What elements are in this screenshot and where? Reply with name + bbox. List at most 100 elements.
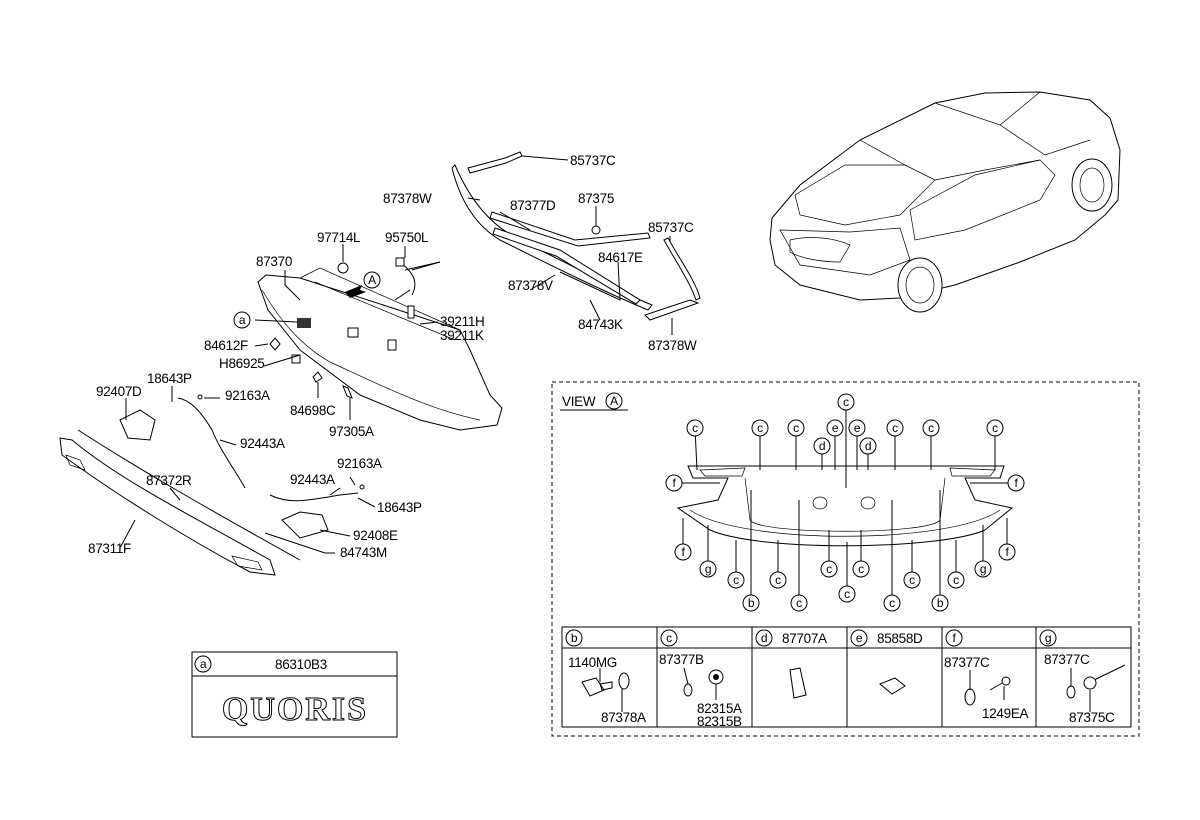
view-a-title-ref: A — [610, 394, 618, 408]
callout-g: g — [980, 562, 986, 576]
callout-c: c — [928, 421, 934, 435]
callout-c: c — [889, 596, 895, 610]
callout-c: c — [793, 421, 799, 435]
header-part-no: 85858D — [877, 631, 923, 646]
clip-87707a-icon — [789, 667, 807, 699]
callout-a-circle — [233, 311, 251, 329]
view-arrow-icon — [345, 285, 366, 298]
label-92163a-right: 92163A — [337, 456, 382, 471]
label-87370: 87370 — [256, 254, 292, 269]
label-87378w-bottom: 87378W — [648, 338, 697, 353]
callout-b: b — [571, 631, 578, 645]
callout-circle — [1039, 629, 1057, 647]
part-labels: 85737C 87378W 87377D 87375 85737C 97714L… — [88, 153, 697, 560]
washer-icon — [1066, 685, 1076, 699]
fastener-label: 82315B — [697, 714, 742, 729]
fastener-label: 87377C — [944, 655, 990, 670]
callout-circle — [787, 419, 805, 437]
label-87378v: 87378V — [508, 278, 553, 293]
label-85737c-right: 85737C — [648, 220, 694, 235]
label-87311f: 87311F — [88, 541, 131, 556]
rear-garnish-panel — [257, 267, 503, 431]
fastener-label: 87377B — [659, 652, 704, 667]
callout-circle — [686, 419, 704, 437]
callout-c: c — [666, 631, 672, 645]
callout-c: c — [775, 573, 781, 587]
emblem-letter: a — [200, 657, 207, 671]
callout-circle — [945, 629, 963, 647]
fastener-1140mg-icon — [581, 677, 613, 697]
callout-circle — [565, 629, 583, 647]
callout-c: c — [796, 596, 802, 610]
callout-circle — [674, 543, 692, 561]
label-87378w: 87378W — [383, 191, 432, 206]
label-84743m: 84743M — [340, 545, 387, 560]
callout-circle — [813, 437, 831, 455]
label-39211k: 39211K — [440, 328, 484, 343]
callout-circle — [852, 560, 870, 578]
callout-circle — [838, 585, 856, 603]
label-97714l: 97714L — [317, 230, 361, 245]
label-92443a: 92443A — [240, 436, 285, 451]
label-92407d: 92407D — [96, 384, 142, 399]
clip-85858d-icon — [879, 677, 906, 695]
callout-circle — [931, 594, 949, 612]
trim-strips — [451, 151, 701, 321]
label-92408e: 92408E — [353, 528, 398, 543]
callout-c: c — [843, 395, 849, 409]
callout-c: c — [733, 573, 739, 587]
callout-circle — [826, 419, 844, 437]
callout-circle — [998, 543, 1016, 561]
car-illustration — [769, 91, 1121, 313]
label-97305a: 97305A — [329, 424, 374, 439]
callout-g: g — [1045, 631, 1051, 645]
callout-circle — [848, 419, 866, 437]
callout-d: d — [761, 631, 767, 645]
callout-b: b — [937, 596, 944, 610]
callout-circle — [837, 393, 855, 411]
callout-circle — [751, 419, 769, 437]
fastener-label: 87377C — [1044, 652, 1090, 667]
fastener-label: 1249EA — [982, 706, 1029, 721]
small-parts — [119, 257, 441, 539]
callout-e: e — [854, 421, 861, 435]
callout-circle — [859, 437, 877, 455]
callout-f: f — [681, 545, 685, 559]
callout-circle — [742, 594, 760, 612]
fastener-label: 87375C — [1069, 710, 1115, 725]
quoris-emblem: QUORIS — [222, 691, 368, 728]
callout-c: c — [892, 421, 898, 435]
label-95750l: 95750L — [385, 230, 429, 245]
callout-d: d — [819, 439, 825, 453]
emblem-box: a 86310B3 QUORIS — [191, 651, 398, 738]
label-87372r: 87372R — [146, 473, 192, 488]
table-column-g: g 87377C 87375C — [1039, 629, 1115, 725]
callout-circle — [755, 629, 773, 647]
callout-circle — [922, 419, 940, 437]
callout-f: f — [1014, 476, 1018, 490]
callout-c: c — [826, 562, 832, 576]
label-18643p-right: 18643P — [377, 500, 422, 515]
callout-circle — [883, 594, 901, 612]
label-18643p: 18643P — [147, 371, 192, 386]
callout-circle — [974, 560, 992, 578]
callout-a: a — [239, 313, 246, 327]
callout-e: e — [832, 421, 839, 435]
callout-c: c — [844, 587, 850, 601]
leader-lines — [119, 155, 673, 554]
label-92163a: 92163A — [225, 388, 270, 403]
callout-c: c — [953, 573, 959, 587]
callout-circle — [790, 594, 808, 612]
callout-f: f — [952, 631, 956, 645]
callout-circle — [850, 629, 868, 647]
callout-circle — [660, 629, 678, 647]
label-85737c: 85737C — [570, 153, 616, 168]
label-84743k: 84743K — [578, 317, 623, 332]
label-84612f: 84612F — [204, 338, 248, 353]
callout-circle — [727, 571, 745, 589]
